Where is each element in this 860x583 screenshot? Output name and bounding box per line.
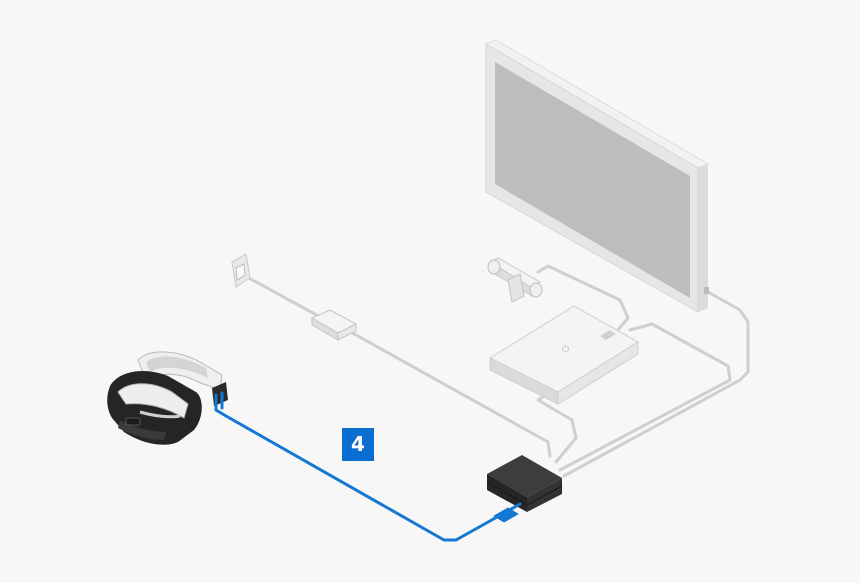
gray-cables [245, 264, 750, 478]
step-badge-bg [342, 428, 374, 461]
console-hdmi-cable [536, 391, 578, 464]
ps-camera [487, 257, 543, 303]
tv-hdmi-cable [562, 290, 750, 478]
console-usb-cable [558, 322, 732, 472]
processor-unit [486, 455, 563, 512]
ps4-console: ⏻ [488, 305, 639, 405]
outlet-cable [245, 275, 324, 320]
vr-headset-cable [214, 391, 522, 542]
tv-screen [495, 62, 690, 298]
wall-outlet [231, 253, 251, 288]
step-number-badge: 4 [351, 432, 365, 456]
vr-headset [107, 351, 228, 445]
camera-cable [536, 264, 630, 332]
camera-stand [507, 273, 525, 303]
cable-connector [493, 507, 519, 523]
ac-adapter [310, 309, 358, 341]
adapter-icon [337, 323, 357, 341]
headset-icon [125, 417, 141, 426]
adapter-power-cable [345, 328, 552, 458]
tv-port [704, 287, 709, 294]
tv-monitor [484, 39, 710, 313]
camera-icon [487, 259, 501, 275]
console-logo-icon: ⏻ [562, 344, 569, 355]
outlet-icon [235, 263, 246, 281]
